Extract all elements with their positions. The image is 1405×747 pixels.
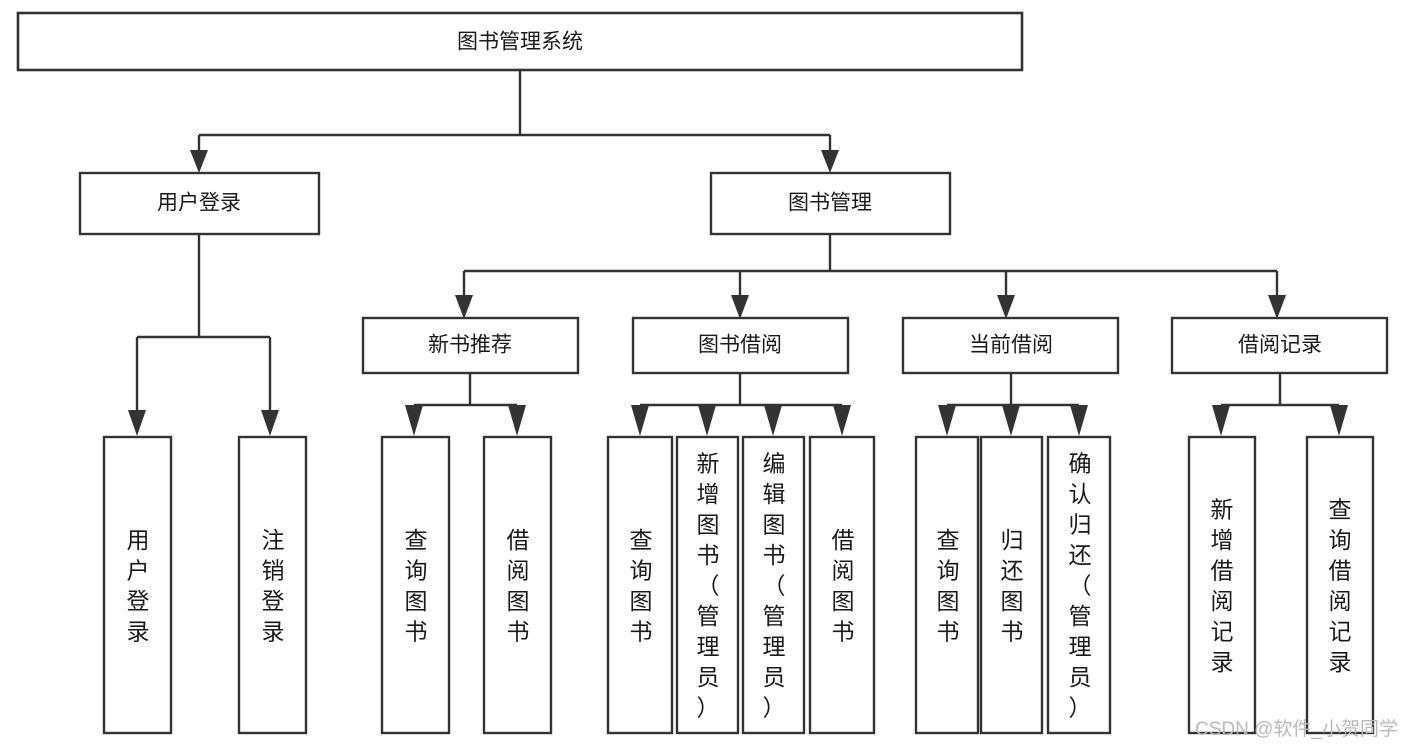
- arrow-head-leaf-edit-book: [764, 405, 782, 436]
- connector-group-new-book-recommend: [405, 373, 526, 436]
- node-user-login-box[interactable]: [78, 171, 321, 236]
- node-leaf-add-book[interactable]: 新增图书（管理员）: [675, 435, 740, 735]
- connector-group-current-borrow: [938, 373, 1088, 436]
- arrow-head-leaf-user-logout: [261, 410, 279, 436]
- node-leaf-add-record-label: 新增借阅记录: [1211, 496, 1234, 675]
- node-current-borrow-box[interactable]: [901, 316, 1120, 375]
- arrow-head-leaf-query-book-1: [405, 405, 423, 436]
- node-book-borrow[interactable]: 图书借阅: [631, 316, 850, 375]
- connector-group-borrow-record: [1212, 373, 1348, 436]
- node-current-borrow-label: 当前借阅: [969, 334, 1053, 357]
- node-leaf-query-record-box[interactable]: [1305, 435, 1375, 735]
- node-leaf-query-book-3-label: 查询图书: [937, 527, 960, 645]
- arrow-head-leaf-user-login: [128, 410, 146, 436]
- node-leaf-borrow-book-2-label: 借阅图书: [832, 527, 855, 645]
- connector-group-root: [190, 70, 839, 173]
- node-leaf-add-record-box[interactable]: [1187, 435, 1257, 735]
- arrow-head-leaf-add-record: [1212, 405, 1230, 436]
- node-leaf-borrow-book-1-label: 借阅图书: [507, 527, 530, 645]
- node-book-manage-box[interactable]: [709, 171, 952, 236]
- node-current-borrow[interactable]: 当前借阅: [901, 316, 1120, 375]
- node-leaf-query-record-label: 查询借阅记录: [1329, 496, 1352, 675]
- node-borrow-record[interactable]: 借阅记录: [1170, 316, 1389, 375]
- arrow-head-leaf-query-record: [1330, 405, 1348, 436]
- node-leaf-user-logout-label: 注销登录: [262, 527, 285, 645]
- node-leaf-user-login[interactable]: 用户登录: [102, 435, 173, 735]
- arrow-head-borrow-record: [1268, 295, 1286, 319]
- node-leaf-return-book-label: 归还图书: [1001, 527, 1024, 645]
- node-user-login[interactable]: 用户登录: [78, 171, 321, 236]
- node-leaf-user-logout-box[interactable]: [237, 435, 308, 735]
- node-leaf-confirm-return-box[interactable]: [1046, 435, 1112, 735]
- arrow-head-user-login: [190, 150, 208, 173]
- arrow-head-new-book-recommend: [455, 295, 473, 319]
- arrow-head-leaf-add-book: [698, 405, 716, 436]
- node-leaf-borrow-book-2[interactable]: 借阅图书: [808, 435, 876, 735]
- arrow-head-leaf-confirm-return: [1070, 405, 1088, 436]
- node-leaf-query-book-2-box[interactable]: [606, 435, 674, 735]
- arrow-head-leaf-borrow-book-2: [833, 405, 851, 436]
- node-leaf-user-login-box[interactable]: [102, 435, 173, 735]
- node-leaf-user-logout[interactable]: 注销登录: [237, 435, 308, 735]
- node-book-manage[interactable]: 图书管理: [709, 171, 952, 236]
- node-user-login-label: 用户登录: [157, 192, 241, 215]
- arrow-head-leaf-query-book-3: [938, 405, 956, 436]
- node-book-manage-label: 图书管理: [788, 192, 872, 215]
- csdn-watermark: CSDN @软件_小贺同学: [1195, 718, 1398, 740]
- node-new-book-recommend-box[interactable]: [361, 316, 580, 375]
- connector-group-user-login: [128, 234, 279, 436]
- node-root-box[interactable]: [16, 11, 1024, 72]
- node-leaf-query-book-3[interactable]: 查询图书: [914, 435, 980, 735]
- node-book-borrow-box[interactable]: [631, 316, 850, 375]
- node-leaf-query-book-1[interactable]: 查询图书: [380, 435, 451, 735]
- node-leaf-query-book-2[interactable]: 查询图书: [606, 435, 674, 735]
- arrow-head-leaf-return-book: [1002, 405, 1020, 436]
- node-leaf-edit-book-box[interactable]: [741, 435, 806, 735]
- arrow-head-leaf-query-book-2: [631, 405, 649, 436]
- node-borrow-record-label: 借阅记录: [1238, 334, 1322, 357]
- node-leaf-return-book-box[interactable]: [979, 435, 1044, 735]
- node-leaf-edit-book-label: 编辑图书（管理员）: [763, 451, 786, 721]
- node-leaf-query-book-2-label: 查询图书: [630, 527, 653, 645]
- node-new-book-recommend[interactable]: 新书推荐: [361, 316, 580, 375]
- node-leaf-borrow-book-2-box[interactable]: [808, 435, 876, 735]
- connector-group-book-borrow: [631, 373, 851, 436]
- arrow-head-leaf-borrow-book-1: [508, 405, 526, 436]
- node-book-borrow-label: 图书借阅: [698, 334, 782, 357]
- node-leaf-query-record[interactable]: 查询借阅记录: [1305, 435, 1375, 735]
- node-leaf-query-book-1-box[interactable]: [380, 435, 451, 735]
- node-leaf-add-record[interactable]: 新增借阅记录: [1187, 435, 1257, 735]
- node-leaf-borrow-book-1[interactable]: 借阅图书: [482, 435, 553, 735]
- node-leaf-return-book[interactable]: 归还图书: [979, 435, 1044, 735]
- node-leaf-query-book-1-label: 查询图书: [405, 527, 428, 645]
- node-leaf-add-book-label: 新增图书（管理员）: [697, 451, 720, 721]
- node-root-label: 图书管理系统: [457, 31, 583, 54]
- arrow-head-book-manage: [821, 150, 839, 173]
- arrow-head-current-borrow: [997, 295, 1015, 319]
- node-leaf-add-book-box[interactable]: [675, 435, 740, 735]
- arrow-head-book-borrow: [731, 295, 749, 319]
- node-root[interactable]: 图书管理系统: [16, 11, 1024, 72]
- node-leaf-user-login-label: 用户登录: [127, 527, 150, 645]
- node-leaf-query-book-3-box[interactable]: [914, 435, 980, 735]
- node-borrow-record-box[interactable]: [1170, 316, 1389, 375]
- node-leaf-confirm-return[interactable]: 确认归还（管理员）: [1046, 435, 1112, 735]
- node-leaf-edit-book[interactable]: 编辑图书（管理员）: [741, 435, 806, 735]
- node-leaf-confirm-return-label: 确认归还（管理员）: [1069, 451, 1092, 721]
- node-leaf-borrow-book-1-box[interactable]: [482, 435, 553, 735]
- connector-group-book-manage: [455, 234, 1286, 319]
- node-new-book-recommend-label: 新书推荐: [428, 334, 512, 357]
